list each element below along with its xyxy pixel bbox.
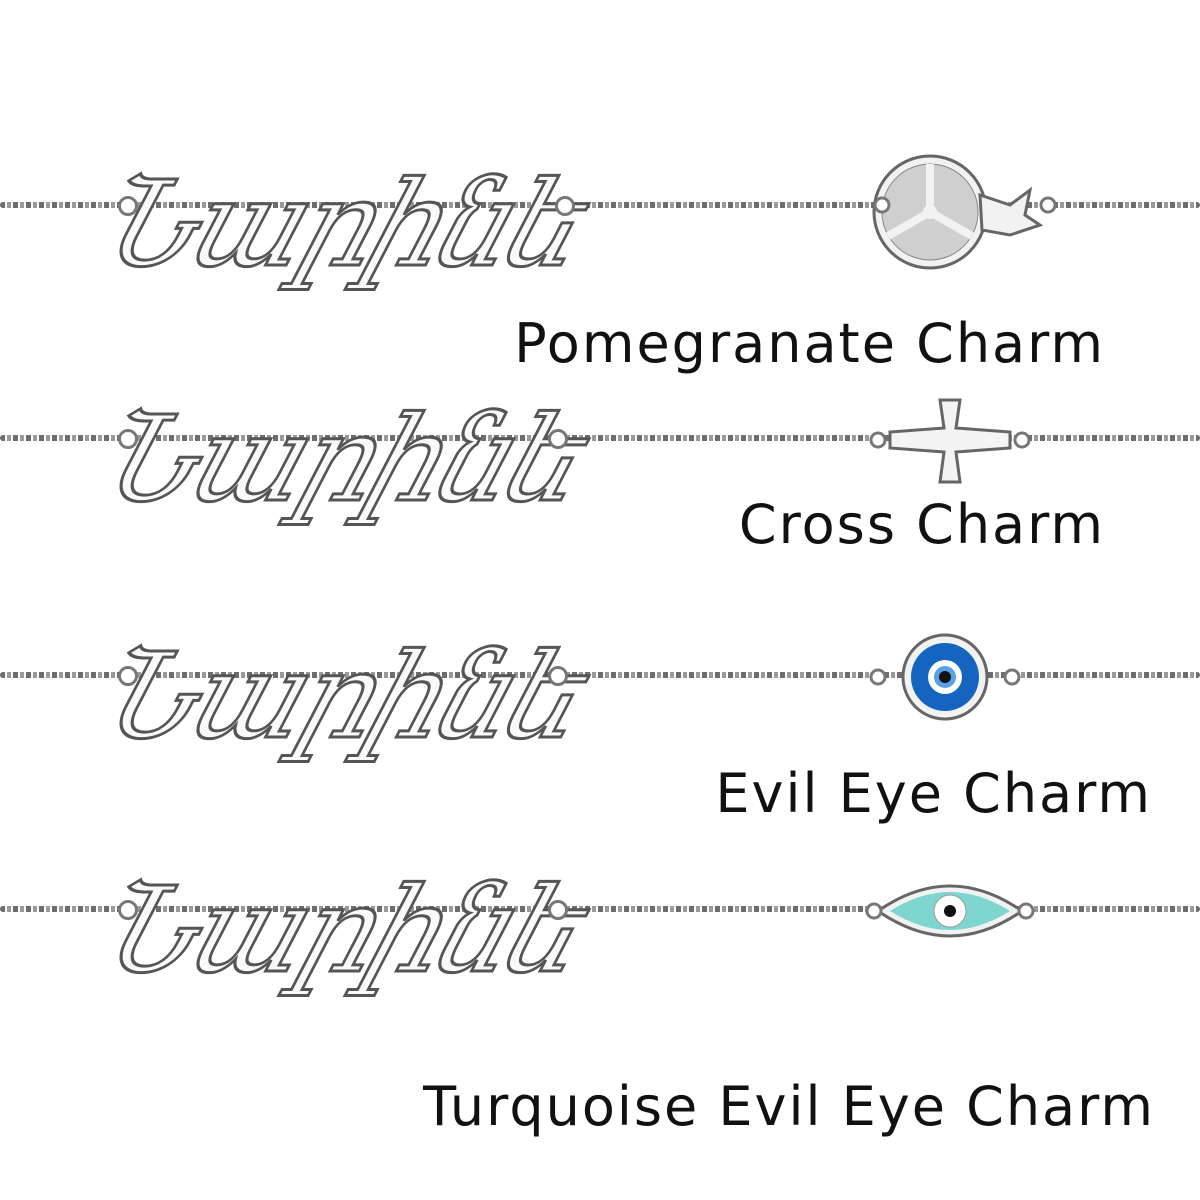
- chain: [0, 672, 1200, 678]
- evil-eye-icon: [869, 633, 1021, 721]
- charm-label: Cross Charm: [738, 493, 1105, 556]
- necklace-evil-eye: Նարինե Evil Eye Charm: [0, 472, 1200, 825]
- necklace-turquoise-evil-eye: Նարինե: [0, 706, 1200, 1001]
- jump-ring: [548, 666, 568, 686]
- cross-icon: [869, 398, 1031, 484]
- jump-ring: [118, 196, 138, 216]
- jump-ring: [548, 900, 568, 920]
- charm-label: Turquoise Evil Eye Charm: [423, 1075, 1155, 1138]
- charm-label: Pomegranate Charm: [514, 312, 1105, 375]
- jump-ring: [118, 666, 138, 686]
- chain: [0, 906, 1200, 912]
- jump-ring: [548, 429, 568, 449]
- turquoise-evil-eye-icon: [865, 884, 1035, 938]
- necklace-pomegranate: Նարինե Pomegranate Charm: [0, 0, 1200, 375]
- chain: [0, 202, 1200, 208]
- charm-label: Evil Eye Charm: [715, 762, 1152, 825]
- necklace-cross: Նարինե Cross Charm: [0, 235, 1200, 556]
- jump-ring: [118, 900, 138, 920]
- pomegranate-icon: [872, 154, 1057, 270]
- name-pendant: Նարինե: [86, 860, 603, 1001]
- jump-ring: [118, 429, 138, 449]
- chain: [0, 435, 1200, 441]
- jump-ring: [555, 196, 575, 216]
